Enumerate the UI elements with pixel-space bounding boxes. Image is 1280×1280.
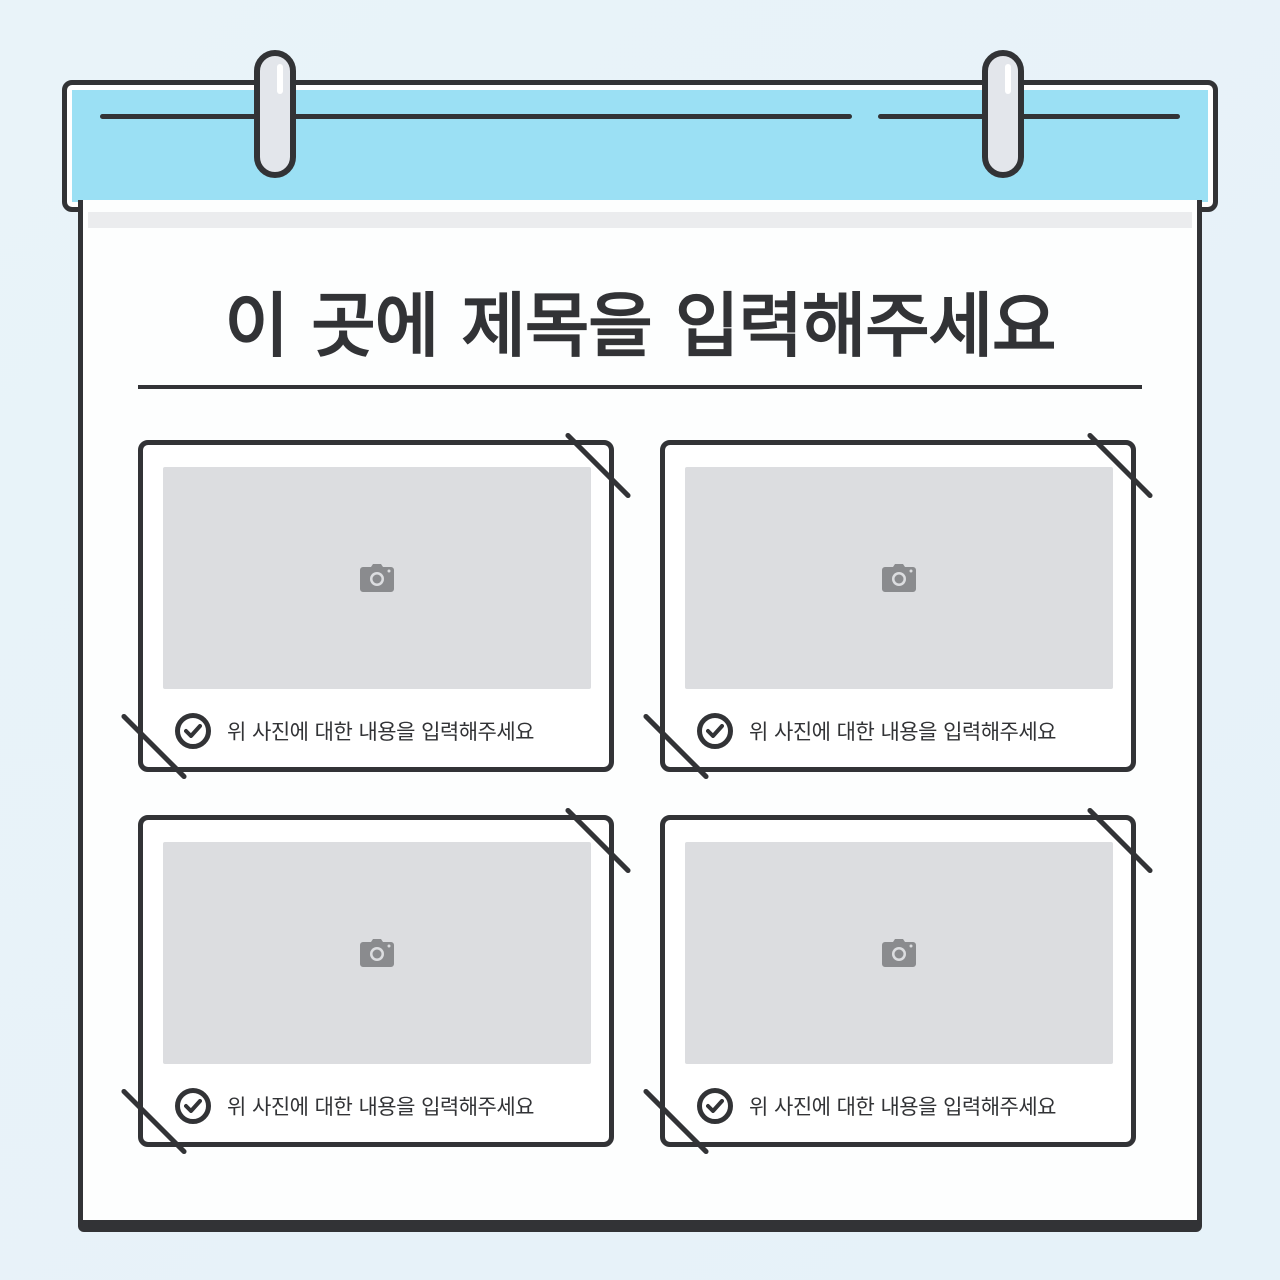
photo-placeholder[interactable]	[163, 842, 591, 1064]
header-line-left	[100, 114, 852, 119]
check-circle-icon	[175, 1088, 211, 1124]
photo-card-2: 위 사진에 대한 내용을 입력해주세요	[642, 431, 1154, 781]
card-caption: 위 사진에 대한 내용을 입력해주세요	[697, 1088, 1057, 1124]
camera-icon	[360, 564, 394, 592]
photo-card-3: 위 사진에 대한 내용을 입력해주세요	[120, 806, 632, 1156]
binder-ring-right-icon	[982, 50, 1024, 178]
card-caption: 위 사진에 대한 내용을 입력해주세요	[175, 713, 535, 749]
photo-card-1: 위 사진에 대한 내용을 입력해주세요	[120, 431, 632, 781]
check-circle-icon	[697, 713, 733, 749]
camera-icon	[360, 939, 394, 967]
photo-card-4: 위 사진에 대한 내용을 입력해주세요	[642, 806, 1154, 1156]
calendar-header-bar	[62, 80, 1218, 212]
check-circle-icon	[697, 1088, 733, 1124]
header-line-right	[878, 114, 1180, 119]
binder-ring-left-icon	[254, 50, 296, 178]
caption-text[interactable]: 위 사진에 대한 내용을 입력해주세요	[749, 1095, 1057, 1119]
caption-text[interactable]: 위 사진에 대한 내용을 입력해주세요	[749, 720, 1057, 744]
header-fill	[72, 90, 1208, 202]
title-divider	[138, 385, 1142, 389]
photo-placeholder[interactable]	[685, 842, 1113, 1064]
page-title[interactable]: 이 곳에 제목을 입력해주세요	[224, 285, 1057, 367]
camera-icon	[882, 564, 916, 592]
page-shadow	[88, 212, 1192, 228]
photo-placeholder[interactable]	[685, 467, 1113, 689]
photo-placeholder[interactable]	[163, 467, 591, 689]
caption-text[interactable]: 위 사진에 대한 내용을 입력해주세요	[227, 1095, 535, 1119]
card-caption: 위 사진에 대한 내용을 입력해주세요	[175, 1088, 535, 1124]
caption-text[interactable]: 위 사진에 대한 내용을 입력해주세요	[227, 720, 535, 744]
check-circle-icon	[175, 713, 211, 749]
camera-icon	[882, 939, 916, 967]
card-caption: 위 사진에 대한 내용을 입력해주세요	[697, 713, 1057, 749]
